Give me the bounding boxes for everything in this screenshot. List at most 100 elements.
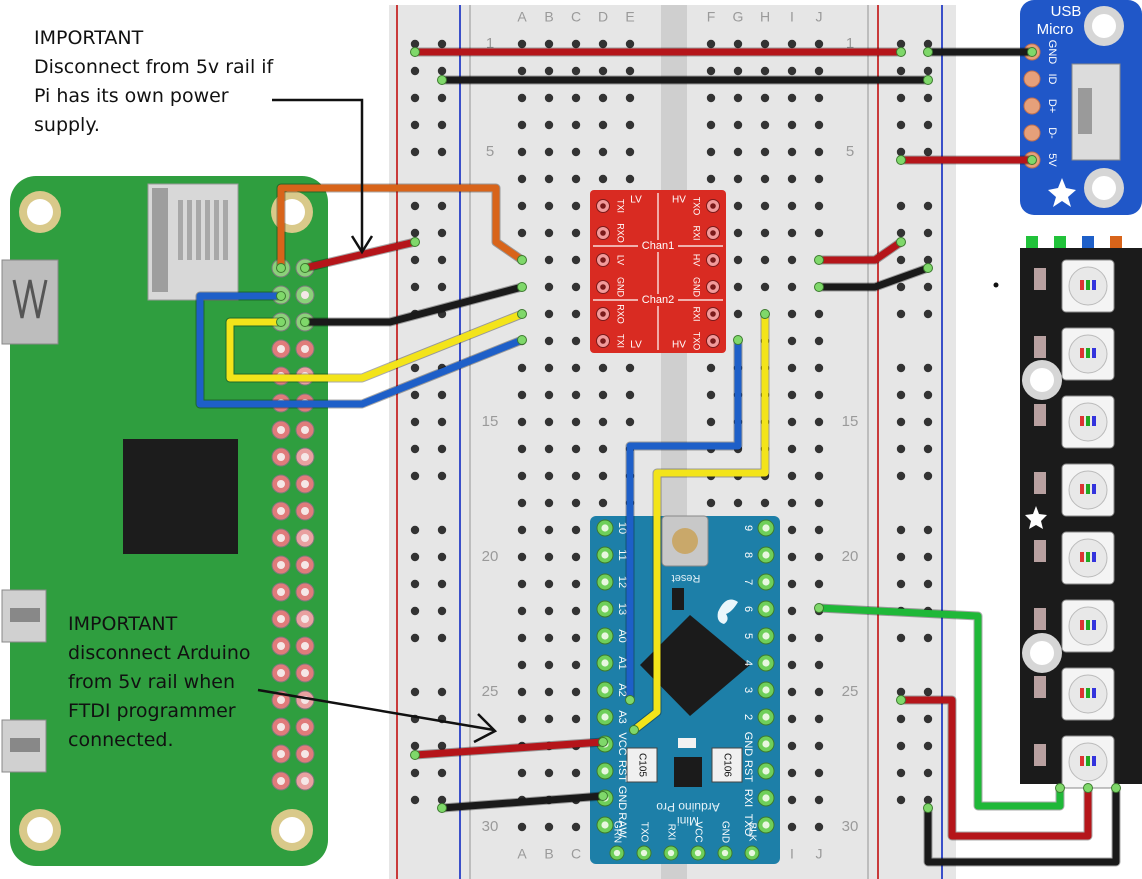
breadboard-hole: [814, 687, 824, 697]
arduino-pin-label: 8: [742, 552, 754, 558]
arduino-pin-label: RXI: [665, 824, 676, 841]
breadboard-hole: [706, 66, 716, 76]
pin-center: [640, 849, 648, 857]
breadboard-hole: [598, 363, 608, 373]
breadboard-hole: [733, 228, 743, 238]
breadboard-hole: [544, 120, 554, 130]
rail-hole: [896, 120, 906, 130]
wires: [195, 47, 1121, 867]
pi-power-note: IMPORTANT Disconnect from 5v rail if Pi …: [34, 27, 274, 136]
ls-label: HV: [672, 195, 686, 206]
breadboard-hole: [760, 255, 770, 265]
led-die: [1086, 280, 1090, 290]
breadboard-hole: [787, 471, 797, 481]
rail-hole: [923, 147, 933, 157]
breadboard-hole: [571, 336, 581, 346]
rail-hole: [437, 390, 447, 400]
pin-center: [601, 524, 609, 532]
rail-hole: [437, 687, 447, 697]
breadboard-hole: [733, 255, 743, 265]
breadboard-hole: [706, 93, 716, 103]
strip-pad: [1026, 236, 1038, 248]
rail-hole: [437, 39, 447, 49]
breadboard-hole: [787, 120, 797, 130]
wire-blue-arduino-tx: [626, 336, 742, 704]
ls-pin-label: TXO: [692, 332, 702, 351]
rail-hole: [410, 390, 420, 400]
wire-end: [517, 309, 527, 319]
gpio-pin-center: [301, 588, 309, 596]
breadboard-hole: [814, 714, 824, 724]
strip-pad: [1054, 236, 1066, 248]
chip-label: C106: [721, 753, 732, 777]
rail-hole: [896, 147, 906, 157]
gpio-pin-center: [277, 615, 285, 623]
breadboard-hole: [544, 282, 554, 292]
breadboard-hole: [571, 147, 581, 157]
breadboard-hole: [814, 147, 824, 157]
breadboard-hole: [706, 39, 716, 49]
wire-red-arduino-vcc: [411, 738, 607, 759]
arduino-pin-label: GND: [616, 786, 628, 811]
wire-end: [923, 803, 933, 813]
breadboard-hole: [814, 201, 824, 211]
usb-pin-label: ID: [1046, 74, 1058, 85]
breadboard-hole: [814, 39, 824, 49]
column-letter: A: [517, 9, 527, 25]
breadboard-hole: [706, 390, 716, 400]
annotation-arrows: [257, 98, 498, 744]
gpio-pin-center: [301, 291, 309, 299]
rail-hole: [437, 741, 447, 751]
pin-center: [601, 767, 609, 775]
rail-hole: [410, 255, 420, 265]
breadboard-hole: [814, 417, 824, 427]
led-die: [1092, 552, 1096, 562]
breadboard-hole: [571, 363, 581, 373]
rail-hole: [923, 390, 933, 400]
rail-hole: [896, 201, 906, 211]
gpio-pin-center: [277, 453, 285, 461]
rail-hole: [437, 471, 447, 481]
breadboard-hole: [706, 498, 716, 508]
row-number: 15: [842, 413, 859, 430]
breadboard-hole: [733, 498, 743, 508]
led-die: [1086, 688, 1090, 698]
rail-hole: [923, 714, 933, 724]
arduino-pin-label: 3: [742, 687, 754, 693]
arduino-pin-label: 11: [616, 549, 628, 560]
pin-center: [748, 849, 756, 857]
breadboard-hole: [787, 147, 797, 157]
breadboard-hole: [571, 255, 581, 265]
rail-hole: [923, 741, 933, 751]
gpio-pin-center: [301, 750, 309, 758]
led-die: [1080, 348, 1084, 358]
led-die: [1080, 620, 1084, 630]
wire-end: [1027, 47, 1037, 57]
led-die: [1086, 620, 1090, 630]
breadboard-hole: [571, 660, 581, 670]
wire-end: [814, 282, 824, 292]
ls-channel-label: Chan2: [642, 294, 674, 306]
breadboard-hole: [598, 444, 608, 454]
ls-pin-center: [600, 257, 606, 263]
arduino-pin-label: A2: [616, 683, 628, 696]
wire-end: [300, 263, 310, 273]
usb-pin: [1023, 70, 1041, 88]
breadboard-hole: [760, 201, 770, 211]
wire-end: [923, 263, 933, 273]
column-letter: J: [816, 846, 823, 862]
rail-hole: [923, 579, 933, 589]
breadboard-hole: [787, 660, 797, 670]
wire-orange-pi-3v3: [277, 184, 526, 272]
arduino-pin-label: RST: [742, 760, 754, 782]
gpio-pin-center: [301, 777, 309, 785]
rail-hole: [410, 741, 420, 751]
breadboard-hole: [517, 660, 527, 670]
ls-channel-label: Chan1: [642, 240, 674, 252]
gpio-pin-center: [301, 534, 309, 542]
stray-dot: [993, 282, 999, 288]
breadboard-hole: [544, 174, 554, 184]
breadboard-hole: [571, 417, 581, 427]
breadboard-hole: [814, 579, 824, 589]
